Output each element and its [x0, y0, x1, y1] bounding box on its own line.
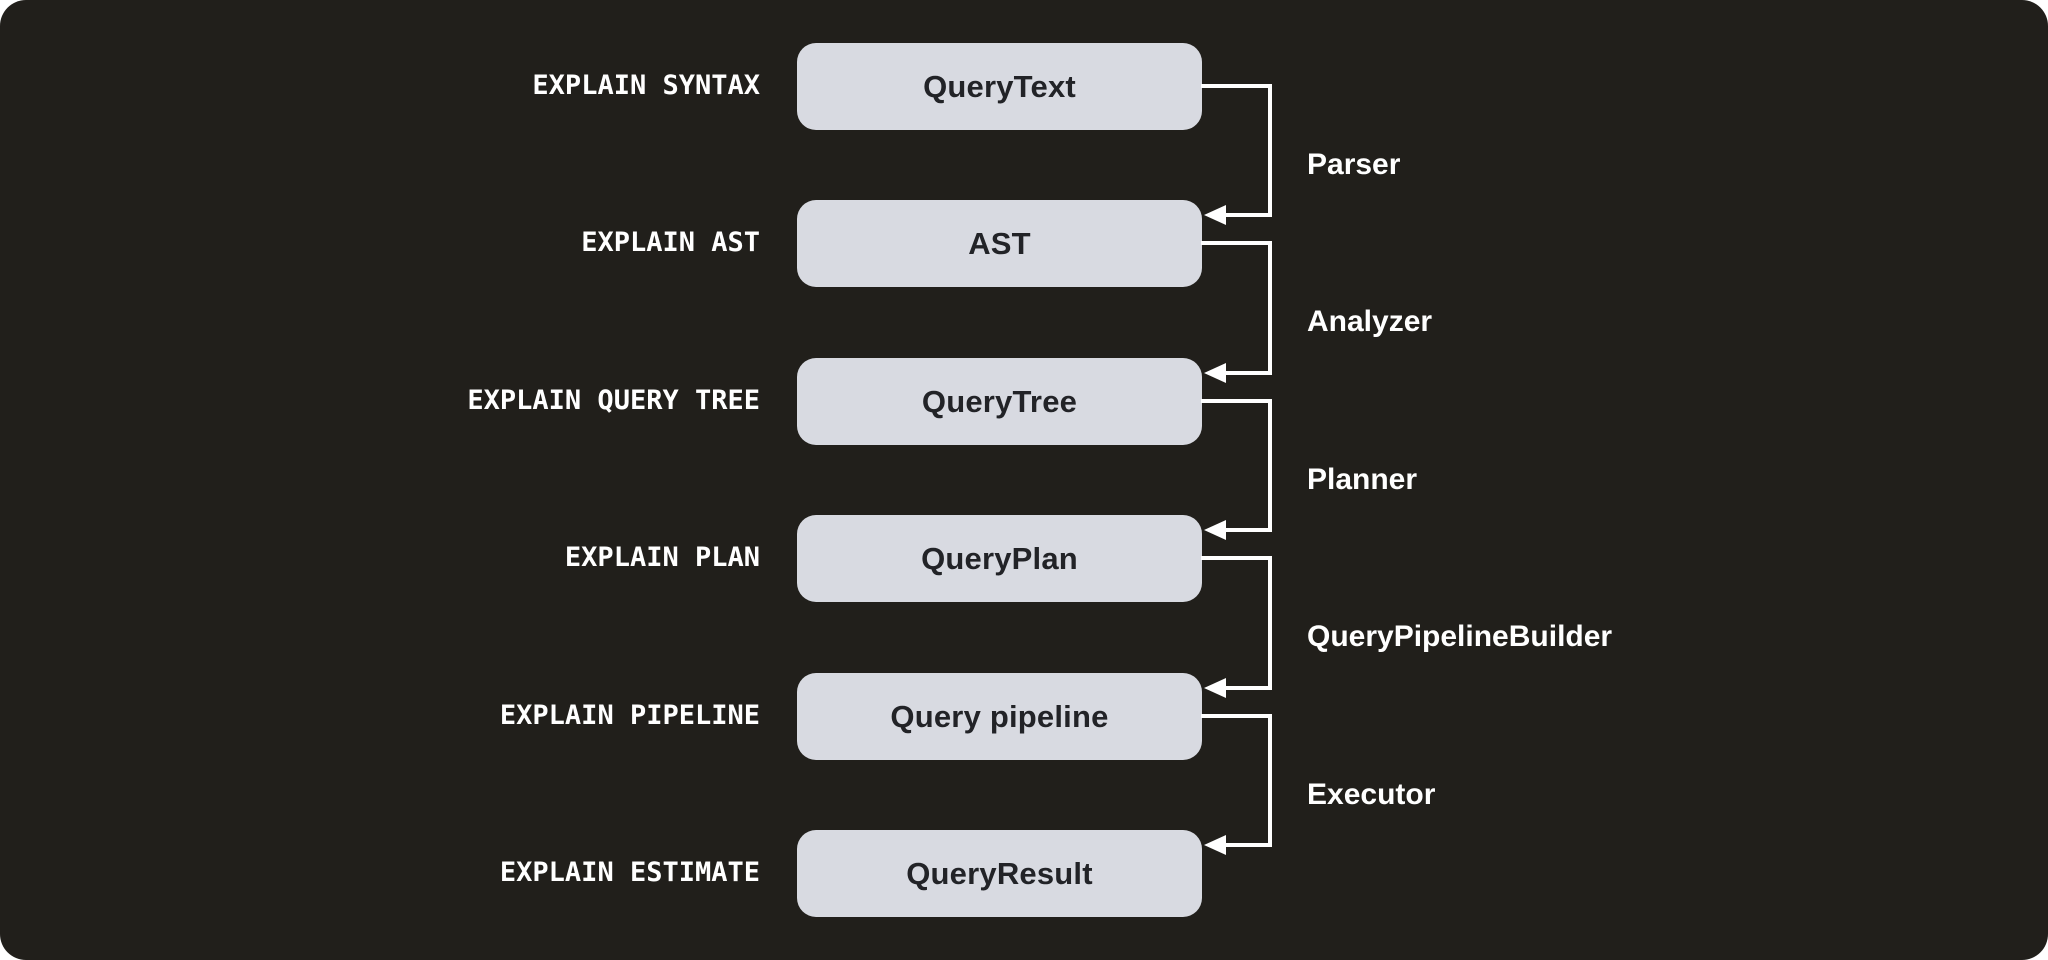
- arrowhead-left-icon: [1204, 835, 1226, 855]
- stage-box-label: AST: [968, 225, 1031, 261]
- explain-command-query-tree: EXPLAIN QUERY TREE: [467, 385, 760, 416]
- stage-box-label: Query pipeline: [890, 698, 1109, 734]
- connector-in-segment: [1224, 528, 1272, 532]
- explain-command-ast: EXPLAIN AST: [581, 227, 760, 258]
- transition-label-analyzer: Analyzer: [1307, 305, 1433, 338]
- connector-out-segment: [1201, 241, 1272, 245]
- stage-box-label: QueryText: [923, 68, 1076, 104]
- connector-in-segment: [1224, 686, 1272, 690]
- transition-label-executor: Executor: [1307, 778, 1436, 811]
- connector-vertical-segment: [1268, 556, 1272, 689]
- arrowhead-left-icon: [1204, 678, 1226, 698]
- explain-command-pipeline: EXPLAIN PIPELINE: [499, 700, 760, 731]
- stage-box-query-pipeline: Query pipeline: [797, 673, 1202, 760]
- stage-box-queryresult: QueryResult: [797, 830, 1202, 917]
- connector-in-segment: [1224, 213, 1272, 217]
- connector-out-segment: [1201, 399, 1272, 403]
- stage-box-ast: AST: [797, 200, 1202, 287]
- connector-vertical-segment: [1268, 241, 1272, 374]
- arrowhead-left-icon: [1204, 205, 1226, 225]
- arrowhead-left-icon: [1204, 520, 1226, 540]
- stage-box-querytext: QueryText: [797, 43, 1202, 130]
- explain-command-syntax: EXPLAIN SYNTAX: [532, 70, 760, 101]
- connector-out-segment: [1201, 556, 1272, 560]
- connector-vertical-segment: [1268, 84, 1272, 217]
- transition-label-parser: Parser: [1307, 148, 1401, 181]
- stage-box-label: QueryResult: [906, 855, 1093, 891]
- explain-command-estimate: EXPLAIN ESTIMATE: [499, 857, 760, 888]
- arrowhead-left-icon: [1204, 363, 1226, 383]
- transition-label-planner: Planner: [1307, 463, 1418, 496]
- connector-in-segment: [1224, 843, 1272, 847]
- connector-out-segment: [1201, 84, 1272, 88]
- stage-box-querytree: QueryTree: [797, 358, 1202, 445]
- stage-box-label: QueryPlan: [921, 540, 1078, 576]
- connector-vertical-segment: [1268, 714, 1272, 847]
- connector-out-segment: [1201, 714, 1272, 718]
- stage-box-label: QueryTree: [921, 383, 1078, 419]
- stage-box-queryplan: QueryPlan: [797, 515, 1202, 602]
- connector-in-segment: [1224, 371, 1272, 375]
- explain-command-plan: EXPLAIN PLAN: [564, 542, 760, 573]
- connector-vertical-segment: [1268, 399, 1272, 532]
- transition-label-querypipelinebuilder: QueryPipelineBuilder: [1307, 620, 1613, 653]
